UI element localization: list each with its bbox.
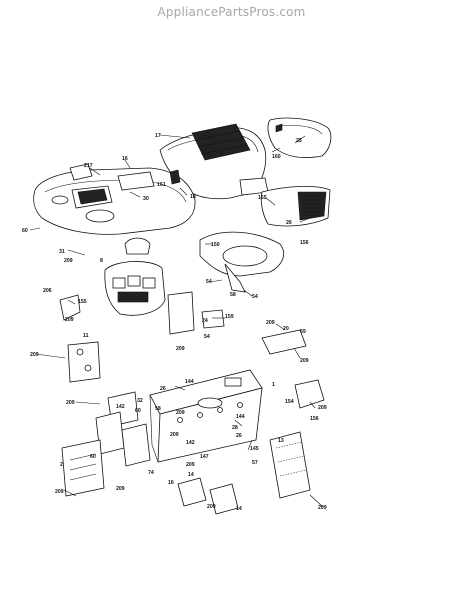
callout-59: 59	[300, 329, 306, 335]
hood-part	[159, 123, 269, 200]
callout-24: 24	[202, 318, 208, 324]
callout-209c: 209	[65, 317, 74, 323]
callout-209h: 209	[176, 410, 185, 416]
callout-209o: 209	[318, 505, 327, 511]
callout-154: 154	[285, 399, 294, 405]
callout-32: 32	[137, 398, 143, 404]
callout-30: 30	[143, 196, 149, 202]
callout-25: 25	[296, 138, 302, 144]
callout-16: 16	[122, 156, 128, 162]
dash-panel-part	[104, 237, 166, 316]
callout-160: 160	[272, 154, 281, 160]
callout-209d: 209	[30, 352, 39, 358]
callout-150: 150	[211, 242, 220, 248]
callout-16b: 16	[168, 480, 174, 486]
callout-156b: 156	[310, 416, 319, 422]
callout-155: 155	[78, 299, 87, 305]
callout-58b: 58	[155, 406, 161, 412]
rear-cover-part	[267, 117, 332, 158]
lower-right-parts	[177, 379, 325, 515]
callout-161: 161	[157, 182, 166, 188]
callout-20: 20	[283, 326, 289, 332]
callout-142a: 142	[116, 404, 125, 410]
callout-26b: 26	[160, 386, 166, 392]
callout-142b: 142	[186, 440, 195, 446]
callout-54b: 54	[252, 294, 258, 300]
callout-57: 57	[252, 460, 258, 466]
callout-60b: 60	[135, 408, 141, 414]
callout-60: 60	[22, 228, 28, 234]
callout-18: 18	[190, 194, 196, 200]
callout-11: 11	[83, 333, 89, 339]
callout-28: 28	[232, 425, 238, 431]
callout-159: 159	[225, 314, 234, 320]
callout-26: 26	[286, 220, 292, 226]
leader-lines	[29, 134, 324, 508]
seat-pan-part	[199, 231, 284, 293]
callout-145: 145	[250, 446, 259, 452]
callout-209k: 209	[55, 489, 64, 495]
callout-14b: 14	[236, 506, 242, 512]
bracket-parts	[59, 291, 307, 383]
lower-left-panel-part	[61, 439, 105, 497]
callout-209g: 209	[66, 400, 75, 406]
callout-labels: 17 25 160 217 16 161 30 18 165 26 156 60…	[22, 133, 327, 512]
callout-144a: 144	[185, 379, 194, 385]
callout-17: 17	[155, 133, 161, 139]
callout-31: 31	[59, 249, 65, 255]
callout-217: 217	[84, 163, 93, 169]
frame-part	[95, 369, 263, 467]
callout-26c: 26	[236, 433, 242, 439]
dash-body-part	[33, 163, 196, 235]
callout-209m: 209	[186, 462, 195, 468]
callout-209i: 209	[170, 432, 179, 438]
callout-209j: 209	[318, 405, 327, 411]
callout-156: 156	[300, 240, 309, 246]
grille-part	[260, 185, 331, 227]
callout-144b: 144	[236, 414, 245, 420]
callout-209f: 209	[300, 358, 309, 364]
callout-60c: 60	[90, 454, 96, 460]
callout-209n: 209	[207, 504, 216, 510]
callout-54a: 54	[206, 279, 212, 285]
callout-58: 58	[230, 292, 236, 298]
callout-13: 13	[278, 438, 284, 444]
callout-165: 165	[258, 195, 267, 201]
callout-209l: 209	[116, 486, 125, 492]
callout-147: 147	[200, 454, 209, 460]
callout-209b: 209	[176, 346, 185, 352]
watermark: AppliancePartsPros.com	[157, 5, 306, 19]
callout-209e: 209	[266, 320, 275, 326]
callout-206: 206	[43, 288, 52, 294]
callout-14a: 14	[188, 472, 194, 478]
callout-209a: 209	[64, 258, 73, 264]
callout-74: 74	[148, 470, 154, 476]
callout-54c: 54	[204, 334, 210, 340]
callout-1: 1	[272, 382, 275, 388]
callout-2: 2	[60, 462, 63, 468]
callout-8: 8	[100, 258, 103, 264]
